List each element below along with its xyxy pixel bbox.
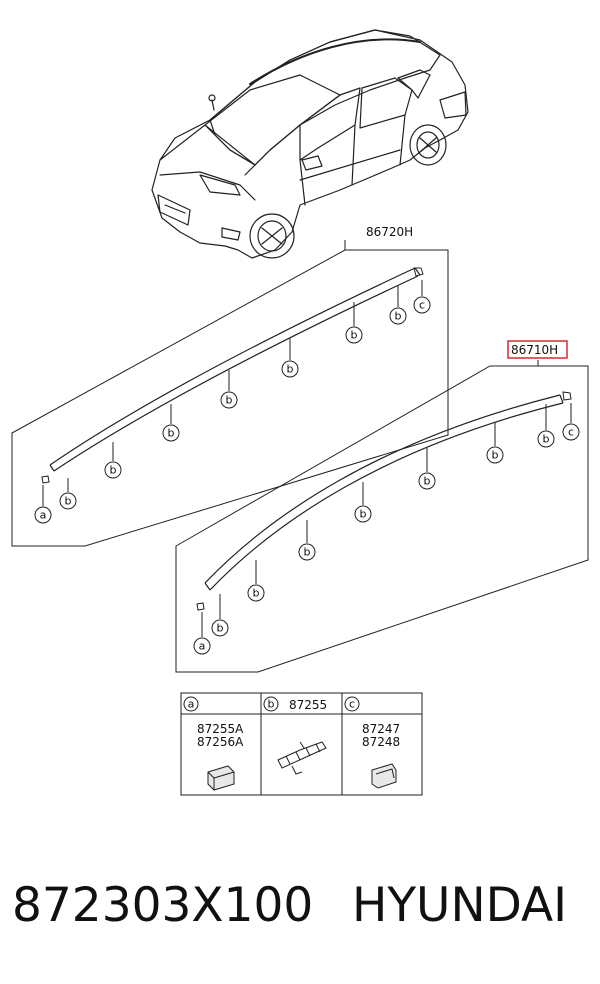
callout-c-bubble (562, 423, 580, 441)
callout-b-letter: b (168, 427, 175, 440)
callout-b-bubble (220, 391, 238, 409)
legend-letter-c: c (349, 698, 355, 711)
callout-b-bubble (247, 584, 265, 602)
callout-b-letter: b (395, 310, 402, 323)
legend-cell-c: c 87247 87248 (344, 696, 400, 789)
footer-part-number: 872303X100 (12, 878, 314, 933)
callout-b-bubble (59, 492, 77, 510)
callout-b-bubble (281, 360, 299, 378)
callout-c-bubble (413, 296, 431, 314)
callout-b-bubble (537, 430, 555, 448)
callout-b-bubble (345, 326, 363, 344)
right-assembly-label: 86710H (511, 343, 558, 357)
callout-b-letter: b (492, 449, 499, 462)
callout-b-bubble (298, 543, 316, 561)
callout-b-letter: b (304, 546, 311, 559)
callout-b-letter: b (360, 508, 367, 521)
callout-b-letter: b (287, 363, 294, 376)
callout-c-letter: c (568, 426, 574, 439)
legend-a-part-2: 87256A (197, 735, 244, 749)
callout-b-letter: b (110, 464, 117, 477)
callout-b-letter: b (226, 394, 233, 407)
callout-b-bubble (418, 472, 436, 490)
callout-b-bubble (104, 461, 122, 479)
callout-b-letter: b (351, 329, 358, 342)
callout-b-bubble (389, 307, 407, 325)
callout-a-bubble (34, 506, 52, 524)
legend-a-part-1: 87255A (197, 722, 244, 736)
legend-letter-a: a (188, 698, 195, 711)
footer-brand: HYUNDAI (352, 878, 567, 933)
callout-a-bubble (193, 637, 211, 655)
callout-b-letter: b (424, 475, 431, 488)
clip-c-icon (371, 763, 397, 789)
footer: 872303X100 HYUNDAI (0, 878, 600, 948)
callout-b-letter: b (253, 587, 260, 600)
legend-letter-b: b (268, 698, 275, 711)
callout-b-bubble (211, 619, 229, 637)
callout-b-bubble (486, 446, 504, 464)
legend-table: a 87255A 87256A b 87255 c (180, 692, 423, 796)
callout-b-letter: b (543, 433, 550, 446)
legend-cell-a: a 87255A 87256A (183, 696, 244, 791)
legend-c-part-2: 87248 (362, 735, 400, 749)
right-moulding-assembly (175, 360, 589, 673)
left-assembly-label: 86720H (366, 225, 413, 239)
callout-c-letter: c (419, 299, 425, 312)
clip-a-icon (207, 765, 235, 791)
right-assembly-label-highlight (507, 340, 568, 359)
callout-b-bubble (354, 505, 372, 523)
callout-b-bubble (162, 424, 180, 442)
callout-b-letter: b (217, 622, 224, 635)
callout-b-letter: b (65, 495, 72, 508)
legend-b-number: 87255 (289, 698, 327, 712)
car-illustration (151, 29, 469, 259)
legend-c-part-1: 87247 (362, 722, 400, 736)
clip-b-icon (277, 741, 327, 775)
legend-cell-b: b 87255 (263, 696, 327, 775)
callout-a-letter: a (199, 640, 206, 653)
callout-a-letter: a (40, 509, 47, 522)
